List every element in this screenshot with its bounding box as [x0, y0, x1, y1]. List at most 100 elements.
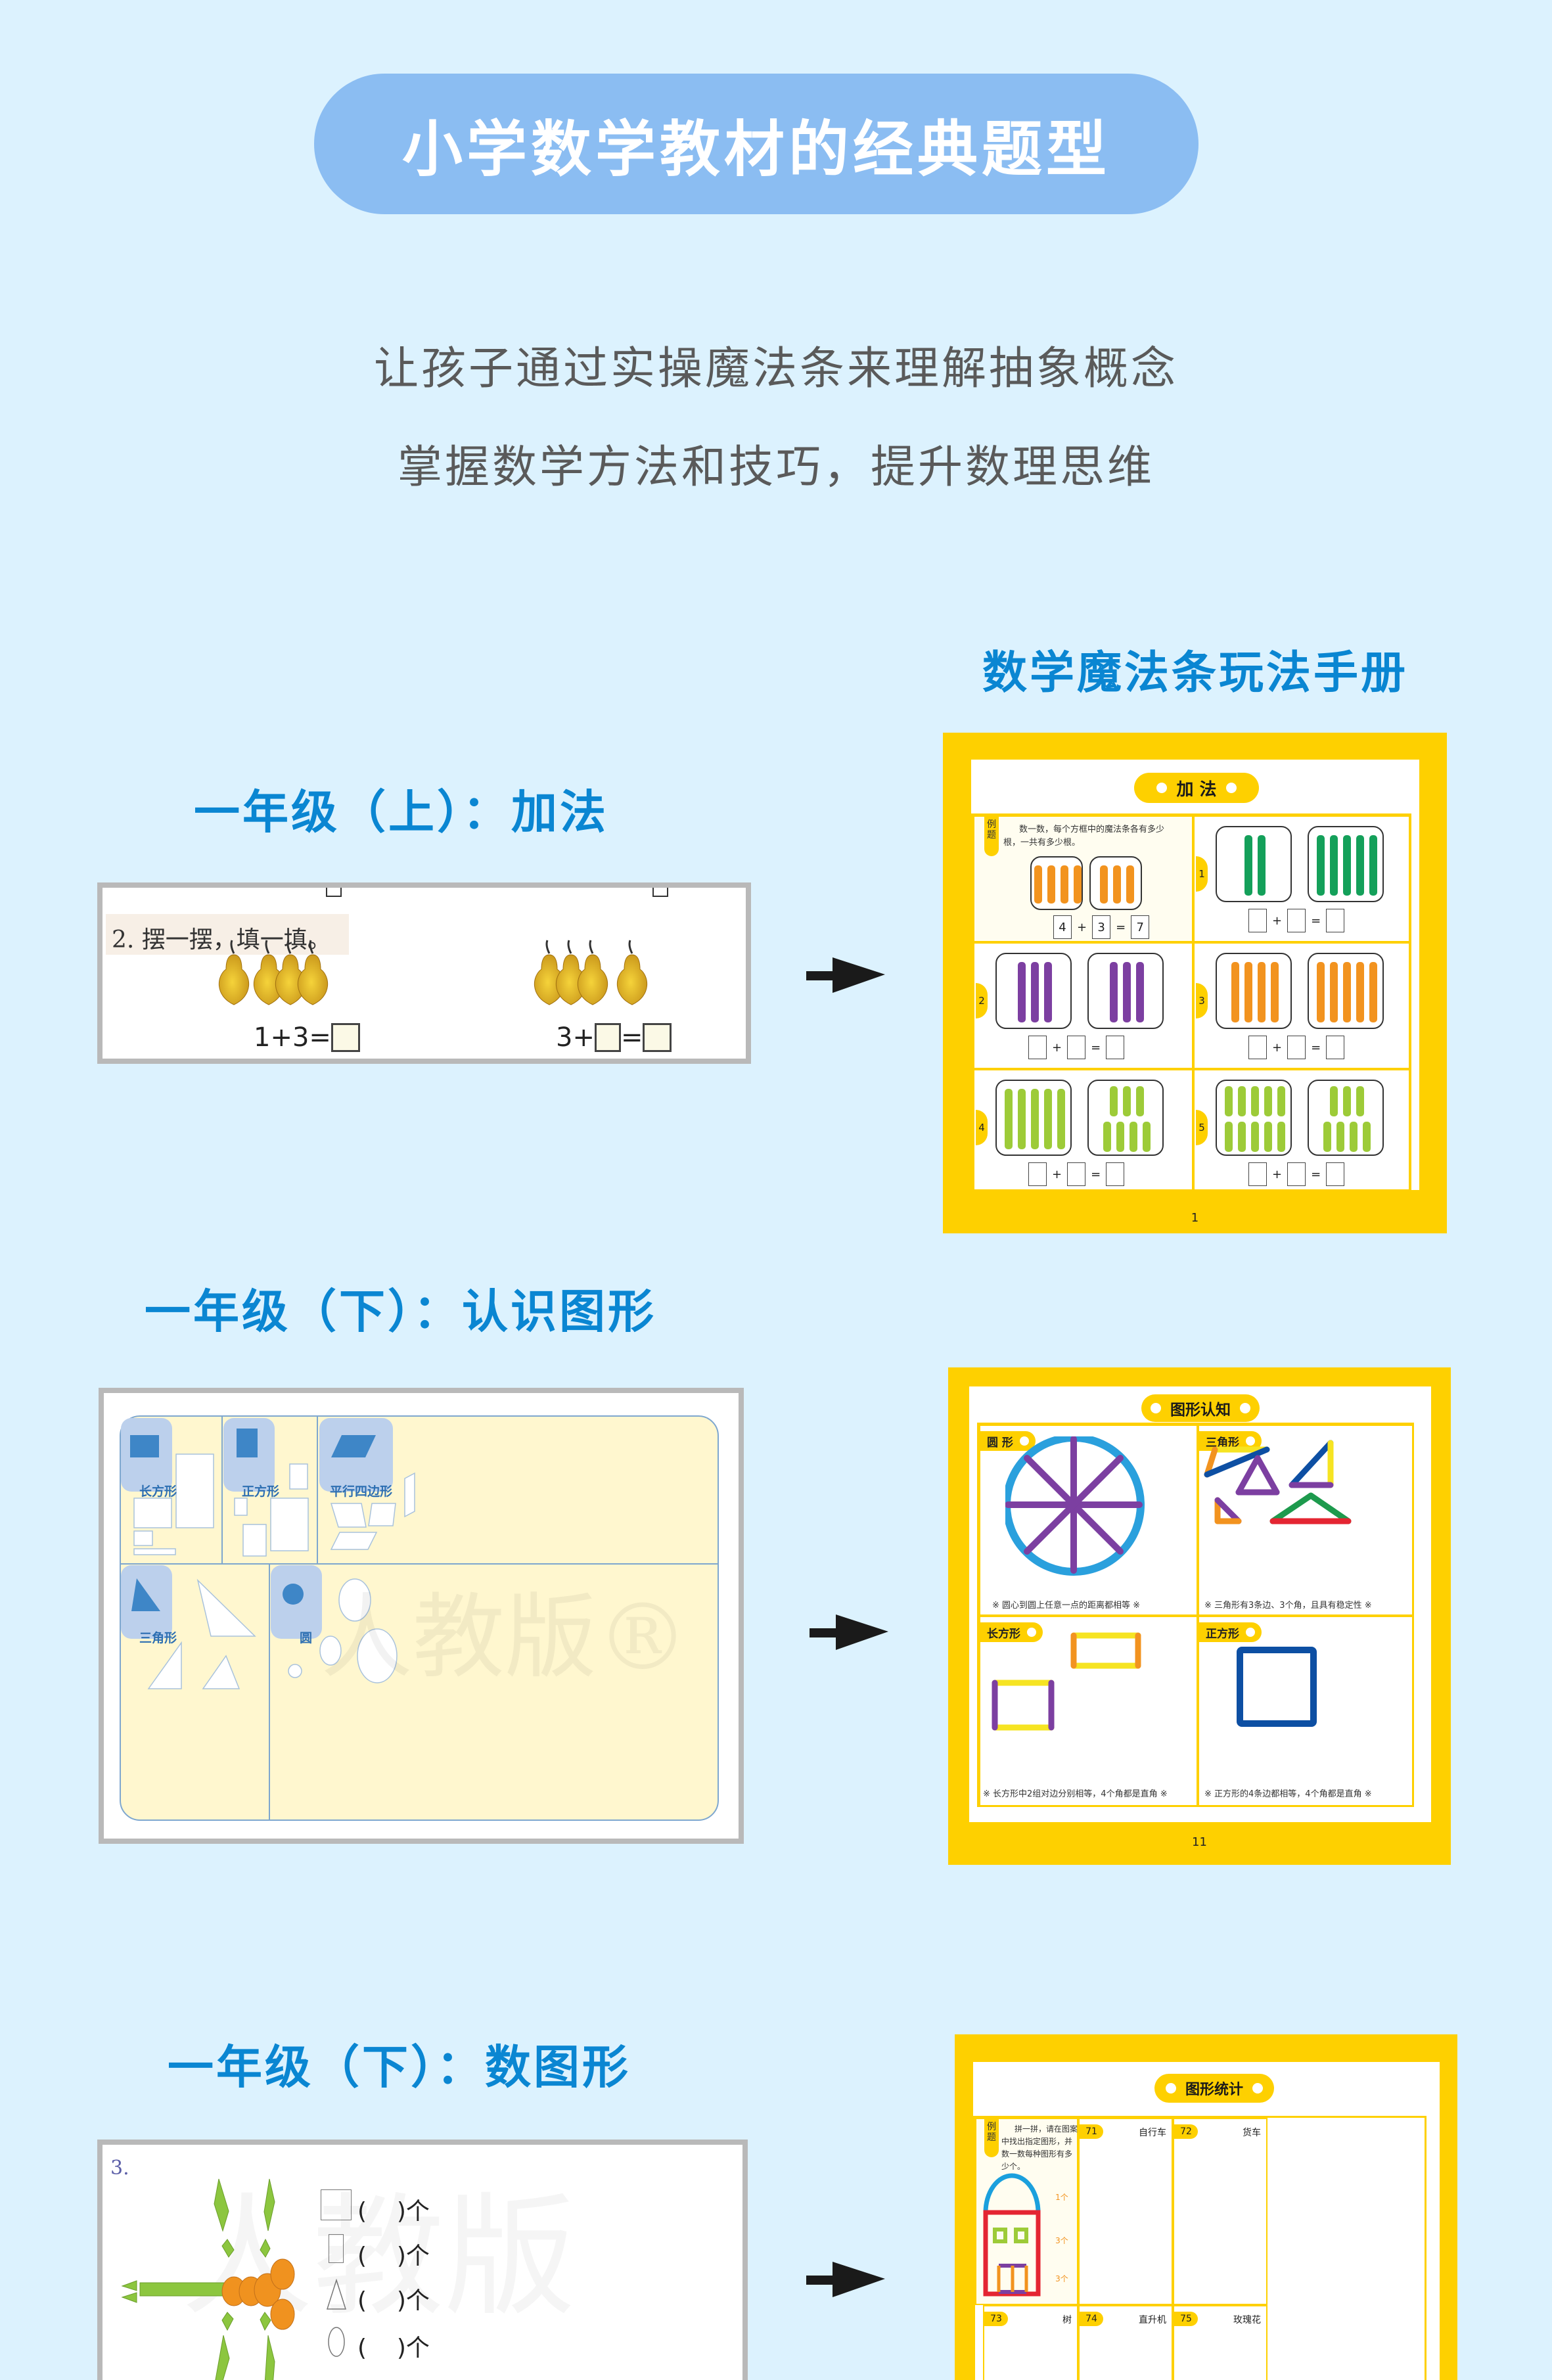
answer-box[interactable]: [1287, 1036, 1306, 1059]
magic-stick: [1061, 865, 1068, 904]
answer-box[interactable]: [643, 1023, 672, 1052]
magic-stick: [1225, 1086, 1233, 1116]
square-cell: 正方形 ※ 正方形的4条边都相等，4个角都是直角 ※: [1198, 1616, 1413, 1806]
problem-cell: 1+=: [1193, 815, 1410, 942]
statistics-grid: 例题 拼一拼，请在图案中找出指定图形，并数一数每种图形有多少个。 1个 3个 3…: [973, 2116, 1426, 2380]
answer-box[interactable]: [1067, 1162, 1086, 1186]
shape-label-triangle: 三角形: [139, 1631, 177, 1645]
item-name: 直升机: [1139, 2315, 1166, 2325]
handbook-title: 数学魔法条玩法手册: [982, 647, 1409, 699]
magic-stick: [1251, 1122, 1259, 1152]
section-heading-shapes: 一年级（下）：认识图形: [145, 1285, 656, 1339]
operator: =: [1311, 1040, 1321, 1055]
example-cell: 例题 数一数，每个方框中的魔法条各有多少根，一共有多少根。 4 + 3 = 7: [973, 815, 1193, 942]
answer-box[interactable]: [1287, 909, 1306, 932]
problem-cell: 4+=: [973, 1069, 1193, 1191]
problem-number: 1: [1196, 856, 1208, 892]
magic-stick: [1031, 962, 1039, 1022]
cell-note: ※ 圆心到圆上任意一点的距离都相等 ※: [992, 1601, 1141, 1611]
item-cell: 71 自行车: [1078, 2118, 1173, 2305]
triangle-stick-figures: [1204, 1440, 1352, 1524]
stick-box-right: [1087, 1080, 1164, 1156]
magic-stick: [1126, 865, 1134, 904]
answer-box[interactable]: [1106, 1162, 1125, 1186]
rectangle-shape-icon: [321, 2189, 352, 2220]
item-number: 71: [1080, 2124, 1103, 2139]
answer-box[interactable]: [1326, 909, 1345, 932]
operator: +: [1052, 1167, 1062, 1181]
svg-text:人教版®: 人教版®: [321, 1584, 689, 1691]
problem-number: 5: [1196, 1110, 1208, 1145]
magic-stick: [1330, 1086, 1338, 1116]
item-number: 72: [1174, 2124, 1198, 2139]
handbook-statistics-page: 图形统计 例题 拼一拼，请在图案中找出指定图形，并数一数每种图形有多少个。 1个…: [955, 2034, 1457, 2380]
title-banner: 小学数学教材的经典题型: [314, 74, 1198, 214]
item-name: 自行车: [1139, 2128, 1166, 2138]
operator: =: [1091, 1040, 1101, 1055]
count-blank[interactable]: ( )个: [357, 2243, 430, 2270]
cell-note: ※ 正方形的4条边都相等，4个角都是直角 ※: [1204, 1789, 1372, 1799]
answer-box[interactable]: [1287, 1162, 1306, 1186]
magic-stick: [1244, 835, 1252, 896]
magic-stick: [1231, 962, 1239, 1022]
magic-stick: [1031, 1089, 1039, 1149]
answer-box[interactable]: [331, 1023, 360, 1052]
triangle-cell: 三角形 ※ 三角形有3条边、3个角，且具有稳定性 ※: [1198, 1425, 1413, 1616]
answer-box[interactable]: [594, 1023, 621, 1052]
exercise-grid: 例题 数一数，每个方框中的魔法条各有多少根，一共有多少根。 4 + 3 = 7 …: [971, 813, 1411, 1191]
magic-stick: [1074, 865, 1082, 904]
stick-box-right: [1308, 826, 1384, 902]
section-heading-addition: 一年级（上）：加法: [194, 785, 608, 839]
magic-stick: [1271, 962, 1279, 1022]
count-blank[interactable]: ( )个: [357, 2198, 430, 2225]
magic-stick: [1238, 1086, 1246, 1116]
magic-stick: [1356, 962, 1364, 1022]
cell-label: 正方形: [1199, 1622, 1262, 1642]
example-tab: 例题: [984, 817, 999, 856]
stick-box-left: [1216, 1080, 1292, 1156]
operator: +: [1272, 1040, 1283, 1055]
textbook-equation-2: 3+ =: [556, 1022, 672, 1053]
magic-stick: [1044, 1089, 1052, 1149]
stick-box-left: [995, 1080, 1072, 1156]
stick-box-right: [1308, 1080, 1384, 1156]
magic-stick: [1336, 1122, 1344, 1152]
magic-stick: [1317, 835, 1325, 896]
magic-stick: [1251, 1086, 1259, 1116]
pear-illustrations: [218, 940, 648, 1005]
answer-box[interactable]: [1248, 1036, 1267, 1059]
magic-stick: [1343, 835, 1351, 896]
magic-stick: [1018, 1089, 1026, 1149]
magic-stick: [1005, 1089, 1013, 1149]
answer-box[interactable]: [1067, 1036, 1086, 1059]
count-blank[interactable]: ( )个: [357, 2287, 430, 2314]
magic-stick: [1044, 962, 1052, 1022]
item-number: 74: [1080, 2312, 1103, 2326]
house-stick-figure: [983, 2173, 1041, 2297]
answer-box[interactable]: [1326, 1036, 1345, 1059]
magic-stick: [1225, 1122, 1233, 1152]
problem-number: 3: [1196, 983, 1208, 1018]
magic-stick: [1047, 865, 1055, 904]
operator: +: [1272, 1167, 1283, 1181]
answer-box[interactable]: [1248, 909, 1267, 932]
magic-stick: [1123, 962, 1131, 1022]
magic-stick: [1356, 835, 1364, 896]
item-name: 玫瑰花: [1233, 2315, 1261, 2325]
magic-stick: [1264, 1122, 1272, 1152]
page-title: 小学数学教材的经典题型: [401, 114, 1110, 185]
stick-box-left: [995, 953, 1072, 1029]
answer-box[interactable]: [1028, 1036, 1047, 1059]
magic-stick: [1277, 1122, 1285, 1152]
triangle-shape-icon: [326, 2279, 347, 2310]
answer-box[interactable]: [1326, 1162, 1345, 1186]
magic-stick: [1116, 1122, 1124, 1152]
square-shape-icon: [329, 2234, 344, 2263]
answer-box[interactable]: [1028, 1162, 1047, 1186]
count-label: 3个: [1055, 2274, 1068, 2283]
answer-box[interactable]: [1248, 1162, 1267, 1186]
answer-box[interactable]: [1106, 1036, 1125, 1059]
pear-group-right: [534, 940, 648, 1005]
stick-box-left: [1216, 826, 1292, 902]
count-blank[interactable]: ( )个: [357, 2335, 430, 2362]
